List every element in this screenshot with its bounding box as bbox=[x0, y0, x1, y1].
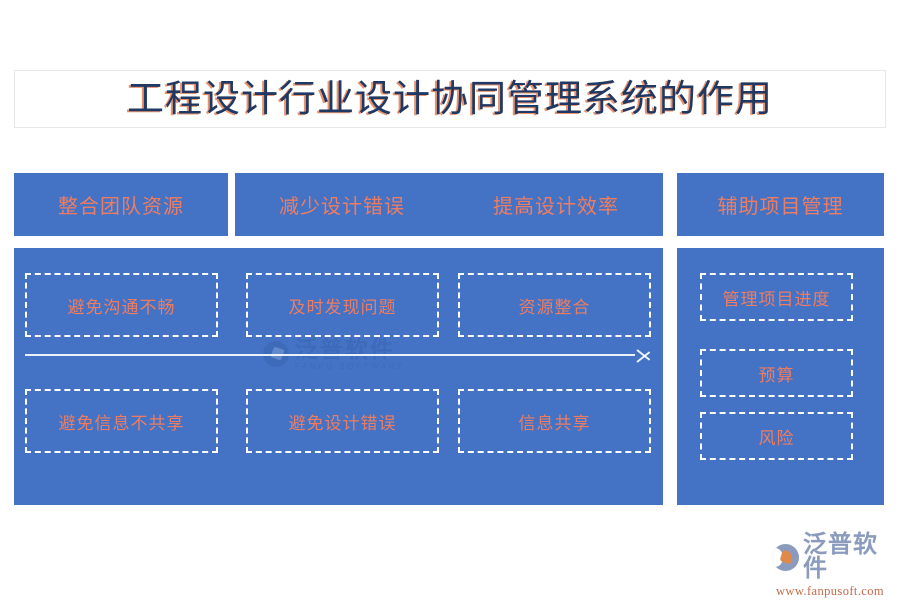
header-box-reduce-design-errors[interactable]: 减少设计错误 bbox=[235, 173, 449, 236]
cell-label: 及时发现问题 bbox=[288, 297, 397, 317]
cell-information-sharing[interactable]: 信息共享 bbox=[458, 389, 651, 453]
cell-risk[interactable]: 风险 bbox=[700, 412, 853, 460]
header-box-label: 整合团队资源 bbox=[58, 196, 184, 218]
cell-label: 资源整合 bbox=[518, 297, 591, 317]
cell-label: 管理项目进度 bbox=[722, 289, 831, 309]
brand-logo: 泛普软件 www.fanpusoft.com bbox=[772, 532, 888, 598]
center-watermark: 泛普软件 FANPU SOFTWARE bbox=[189, 334, 479, 374]
cell-label: 信息共享 bbox=[518, 413, 591, 433]
brand-logo-icon bbox=[772, 543, 799, 571]
left-panel: 避免沟通不畅 及时发现问题 资源整合 泛普软件 FANPU SOFTWARE 避… bbox=[14, 248, 663, 505]
cell-resource-integration[interactable]: 资源整合 bbox=[458, 273, 651, 337]
right-panel: 管理项目进度 预算 风险 bbox=[677, 248, 884, 505]
arrow-line bbox=[25, 354, 635, 356]
cell-avoid-unshared-information[interactable]: 避免信息不共享 bbox=[25, 389, 218, 453]
cell-label: 风险 bbox=[758, 428, 795, 448]
cell-label: 避免设计错误 bbox=[288, 413, 397, 433]
header-box-assist-project-management[interactable]: 辅助项目管理 bbox=[677, 173, 884, 236]
cell-avoid-design-errors[interactable]: 避免设计错误 bbox=[246, 389, 439, 453]
watermark-logo-icon bbox=[262, 341, 289, 367]
flow-arrow bbox=[25, 345, 651, 365]
header-box-improve-design-efficiency[interactable]: 提高设计效率 bbox=[449, 173, 663, 236]
cell-label: 避免信息不共享 bbox=[58, 413, 185, 433]
cell-label: 避免沟通不畅 bbox=[67, 297, 176, 317]
header-box-integrate-team-resources[interactable]: 整合团队资源 bbox=[14, 173, 228, 236]
cell-avoid-poor-communication[interactable]: 避免沟通不畅 bbox=[25, 273, 218, 337]
header-box-label: 提高设计效率 bbox=[493, 196, 619, 218]
brand-url: www.fanpusoft.com bbox=[775, 584, 885, 598]
cell-label: 预算 bbox=[758, 365, 795, 385]
watermark-name: 泛普软件 bbox=[294, 336, 395, 362]
page-title: 工程设计行业设计协同管理系统的作用 bbox=[127, 78, 773, 120]
title-box: 工程设计行业设计协同管理系统的作用 bbox=[14, 70, 886, 128]
cell-budget[interactable]: 预算 bbox=[700, 349, 853, 397]
cell-discover-problems-timely[interactable]: 及时发现问题 bbox=[246, 273, 439, 337]
header-box-label: 辅助项目管理 bbox=[717, 196, 844, 218]
watermark-tagline: FANPU SOFTWARE bbox=[294, 361, 406, 371]
header-box-label: 减少设计错误 bbox=[279, 196, 405, 218]
cell-manage-project-progress[interactable]: 管理项目进度 bbox=[700, 273, 853, 321]
arrow-head-icon bbox=[637, 347, 651, 363]
brand-name: 泛普软件 bbox=[803, 532, 878, 582]
